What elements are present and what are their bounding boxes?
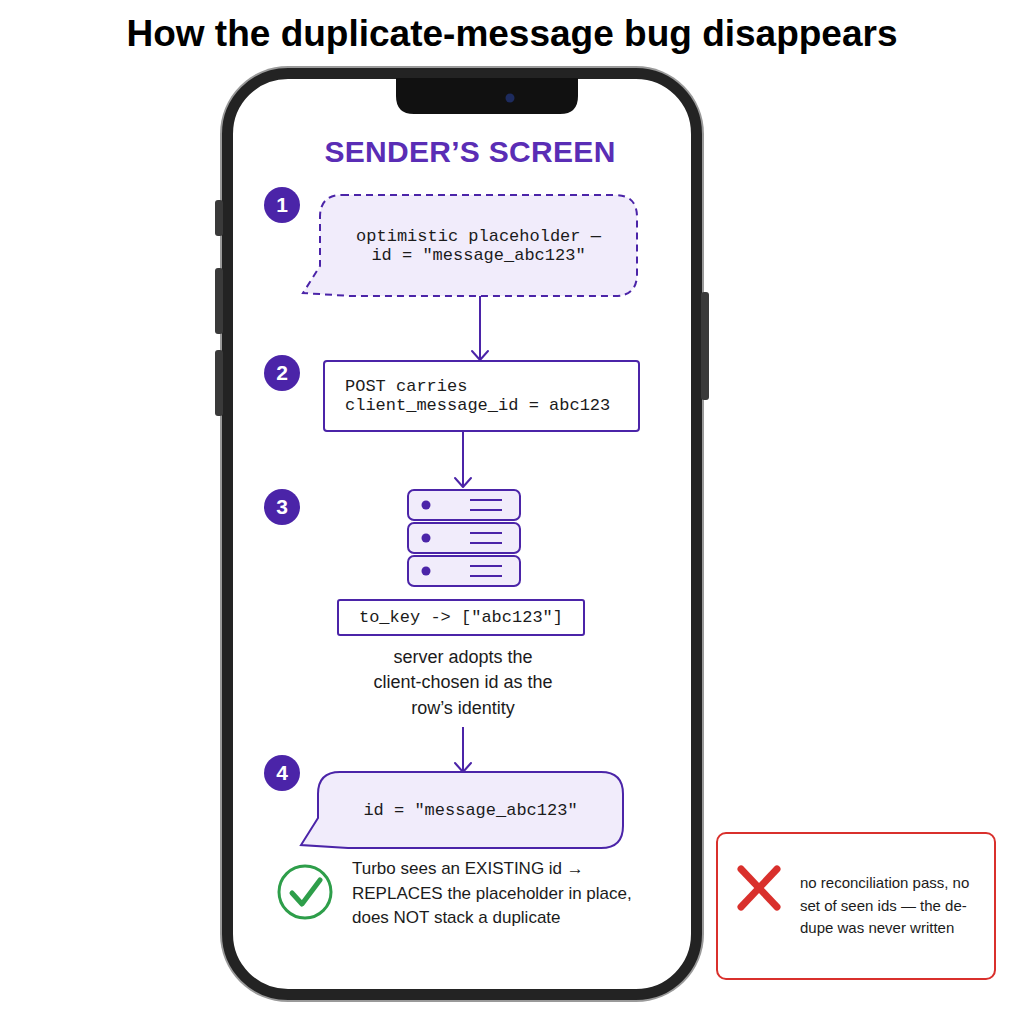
server-unit: [408, 556, 520, 586]
server-rack: [408, 523, 520, 553]
server-rack: [408, 556, 520, 586]
server-rack: [408, 490, 520, 520]
callout-number: 1: [264, 187, 300, 223]
request-text: POST carries client_message_id = abc123: [345, 362, 630, 430]
request-box: POST carries client_message_id = abc123: [323, 360, 640, 432]
callout-number: 4: [264, 755, 300, 791]
server-led: [422, 567, 431, 576]
server-slot: [470, 565, 502, 567]
phone-button: [701, 292, 709, 400]
bubble-shape: [301, 772, 623, 848]
server-unit: [408, 490, 520, 520]
server-node: to_key -> ["abc123"] server adopts the cl…: [330, 487, 596, 727]
message-bubble: id = "message_abc123": [318, 772, 623, 848]
bubble-text: optimistic placeholder — id = "message_a…: [346, 195, 611, 296]
callout-number: 2: [264, 355, 300, 391]
server-slot: [470, 575, 502, 577]
callout-number: 3: [264, 489, 300, 525]
server-slot: [470, 509, 502, 511]
server-led: [422, 501, 431, 510]
screen-heading: SENDER’S SCREEN: [241, 129, 699, 175]
server-slot: [470, 542, 502, 544]
server-slot: [470, 499, 502, 501]
server-slot: [470, 532, 502, 534]
placeholder-bubble: optimistic placeholder — id = "message_a…: [320, 195, 637, 296]
diagram-title: How the duplicate-message bug disappears: [0, 8, 1024, 60]
result-note: Turbo sees an EXISTING id → REPLACES the…: [352, 852, 664, 936]
key-box: to_key -> ["abc123"]: [337, 599, 585, 636]
bubble-shape: [303, 195, 637, 296]
server-led: [422, 534, 431, 543]
warning-text: no reconciliation pass, no set of seen i…: [800, 834, 992, 978]
server-caption: server adopts the client-chosen id as th…: [370, 643, 556, 723]
bubble-text: id = "message_abc123": [328, 772, 613, 848]
warning-box: no reconciliation pass, no set of seen i…: [716, 832, 996, 980]
server-unit: [408, 523, 520, 553]
